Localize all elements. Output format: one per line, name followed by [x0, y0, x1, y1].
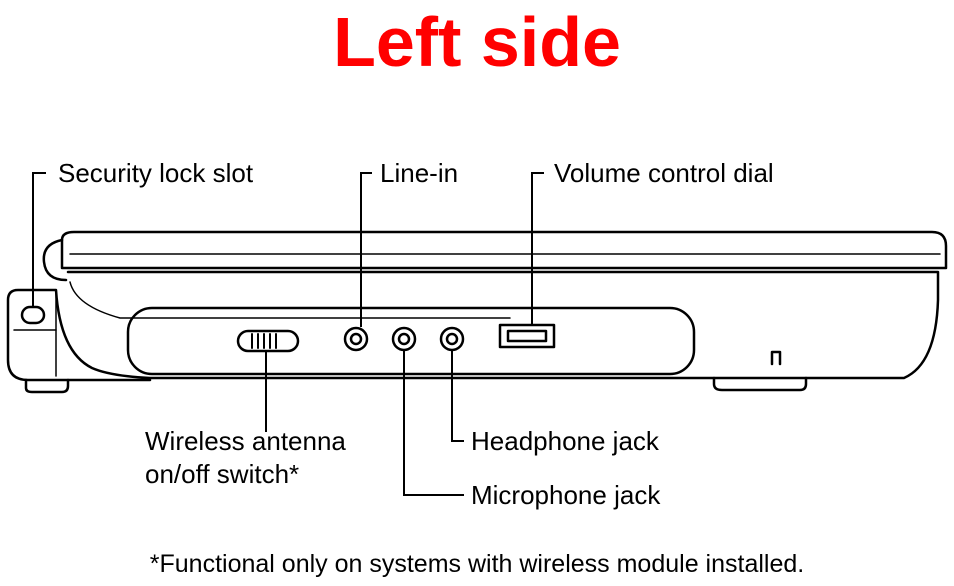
port-panel	[126, 306, 696, 376]
label-headphone-jack: Headphone jack	[471, 426, 659, 456]
security-lock-slot-shape	[20, 305, 46, 325]
leader-volume-dial	[531, 172, 544, 325]
microphone-jack-shape	[391, 326, 417, 352]
label-wireless-switch-line2: on/off switch*	[145, 459, 300, 489]
leader-headphone	[451, 350, 464, 442]
wireless-switch-shape	[236, 329, 300, 353]
footnote: *Functional only on systems with wireles…	[149, 550, 805, 578]
leader-line-in	[360, 172, 372, 327]
label-security-lock-slot: Security lock slot	[58, 158, 254, 188]
laptop-base	[6, 270, 940, 382]
page-title: Left side	[333, 3, 621, 81]
leader-microphone	[403, 350, 464, 496]
headphone-jack-shape	[439, 326, 465, 352]
laptop-lid	[60, 230, 948, 270]
rear-foot	[712, 376, 808, 392]
label-microphone-jack: Microphone jack	[471, 480, 661, 510]
label-volume-control-dial: Volume control dial	[554, 158, 774, 188]
hinge-barrel	[42, 238, 68, 282]
label-line-in: Line-in	[380, 158, 459, 188]
line-in-jack	[343, 326, 369, 352]
leader-security-lock	[32, 172, 46, 306]
front-foot	[24, 378, 70, 394]
volume-dial-shape	[498, 323, 556, 349]
label-wireless-switch-line1: Wireless antenna	[145, 426, 346, 456]
